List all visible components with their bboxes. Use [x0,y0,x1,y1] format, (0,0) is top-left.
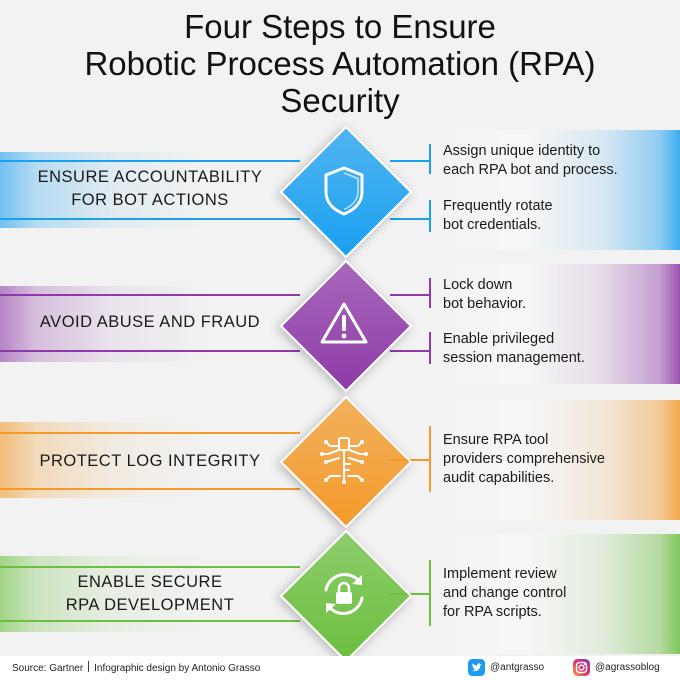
connector-line [390,294,430,296]
connector-line [0,432,300,434]
left-band [0,556,300,632]
action-text: Implement review and change control for … [443,566,567,620]
step-label: AVOID ABUSE AND FRAUD [39,313,261,331]
left-band [0,422,300,498]
source-text: Source: Gartner [12,663,84,674]
step-label: PROTECT LOG INTEGRITY [39,452,261,470]
connector-line [390,350,430,352]
title-line: Security [280,82,400,119]
connector-line [0,294,300,296]
connector-line [390,160,430,162]
right-band [420,264,680,384]
connector-line [0,488,300,490]
action-text: Frequently rotate bot credentials. [443,198,553,233]
connector-line [0,350,300,352]
connector-line [390,218,430,220]
connector-line [429,278,431,308]
connector-line [429,560,431,626]
connector-line [0,160,300,162]
left-band [0,152,300,228]
right-band [420,130,680,250]
step-label: ENSURE ACCOUNTABILITY FOR BOT ACTIONS [37,168,263,209]
step-protect-log: PROTECT LOG INTEGRITY Ensure RPA tool pr… [0,395,680,529]
twitter-icon [468,659,485,676]
title-line: Robotic Process Automation (RPA) [84,45,596,82]
shield-icon [324,166,364,216]
action-text: Enable privileged session management. [443,331,585,366]
connector-line [0,218,300,220]
right-band [420,400,680,520]
step-avoid-abuse: AVOID ABUSE AND FRAUD Lock down bot beha… [0,259,680,393]
instagram-icon [573,659,590,676]
instagram-handle: @agrassoblog [595,662,660,673]
warning-icon [320,302,368,344]
divider [88,661,90,672]
step-ensure-accountability: ENSURE ACCOUNTABILITY FOR BOT ACTIONS As… [0,125,680,259]
connector-line [0,620,300,622]
twitter-handle: @antgrasso [490,662,545,673]
page-title: Four Steps to Ensure Robotic Process Aut… [0,8,680,119]
action-text: Lock down bot behavior. [443,277,527,312]
step-label: ENABLE SECURE RPA DEVELOPMENT [65,573,235,614]
connector-line [429,200,431,232]
connector-line [0,566,300,568]
title-line: Four Steps to Ensure [184,8,496,45]
connector-line [429,144,431,174]
circuit-lock-icon [320,437,368,484]
right-band [420,534,680,654]
left-band [0,286,300,362]
source-credit: Source: Gartner Infographic design by Ant… [12,661,260,674]
footer: Source: Gartner Infographic design by Ant… [0,656,680,680]
design-credit: Infographic design by Antonio Grasso [94,663,261,674]
connector-line [429,332,431,364]
action-text: Ensure RPA tool providers comprehensive … [443,432,605,486]
step-secure-development: ENABLE SECURE RPA DEVELOPMENT Implement … [0,529,680,663]
connector-line [429,426,431,492]
refresh-lock-icon [324,573,364,615]
action-text: Assign unique identity to each RPA bot a… [443,143,618,178]
